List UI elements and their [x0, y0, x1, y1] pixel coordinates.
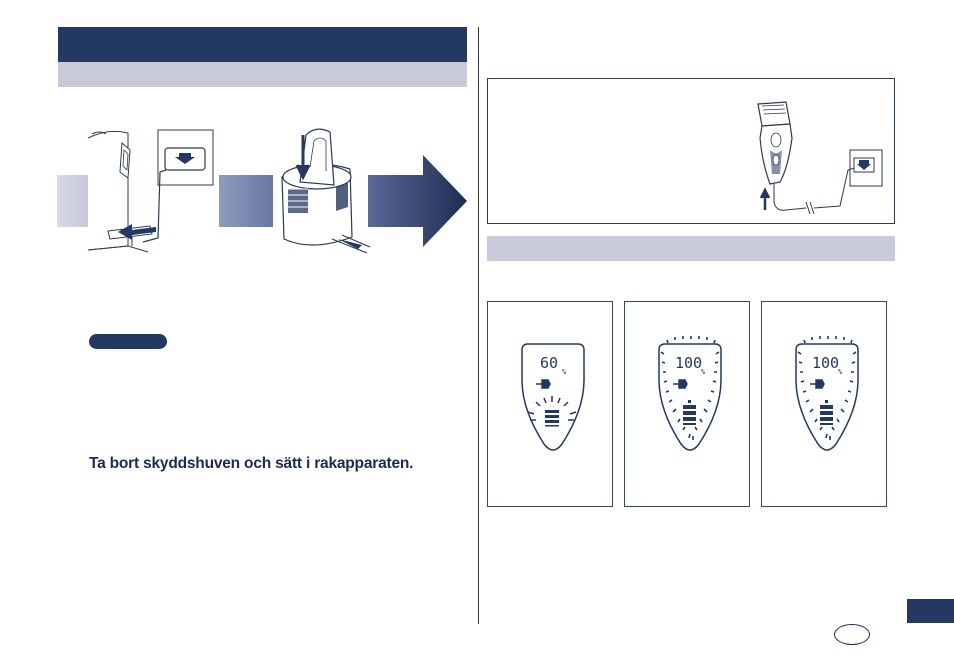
charging-diagram-box: [487, 78, 895, 224]
step-marker-1: [57, 175, 88, 227]
charge-level-value: 60: [540, 354, 558, 372]
charge-level-value: 100: [812, 354, 839, 372]
instruction-text: Ta bort skyddshuven och sätt i rakappara…: [89, 455, 414, 472]
display-panel-2: 100 %: [624, 301, 750, 507]
shaver-illustration: [757, 101, 883, 215]
display-panel-3: 100 %: [761, 301, 887, 507]
plug-icon: [810, 379, 825, 389]
section-title-bar: [58, 27, 467, 62]
page-tab-marker: [907, 599, 954, 623]
adapter-plug-illustration: [87, 129, 214, 253]
charge-level-unit: %: [838, 368, 843, 376]
battery-icon: [820, 400, 833, 425]
battery-icon: [545, 410, 559, 427]
arrow-down-icon: [295, 135, 311, 181]
charge-level-value: 100: [675, 354, 702, 372]
battery-icon: [683, 400, 696, 425]
arrow-up-icon: [759, 187, 771, 210]
arrow-left-icon: [118, 224, 156, 240]
charging-stand-illustration: [281, 128, 371, 254]
plug-icon: [673, 379, 688, 389]
plug-icon: [536, 379, 551, 389]
charge-level-unit: %: [562, 368, 567, 376]
display-panel-1: 60 %: [487, 301, 613, 507]
language-badge: [834, 624, 870, 645]
charge-level-unit: %: [701, 368, 706, 376]
note-label-pill: [89, 334, 167, 349]
column-divider: [478, 27, 479, 624]
arrow-right-icon: [368, 155, 467, 247]
display-section-bar: [487, 236, 895, 261]
step-marker-2: [219, 175, 273, 227]
section-subtitle-bar: [58, 62, 467, 87]
